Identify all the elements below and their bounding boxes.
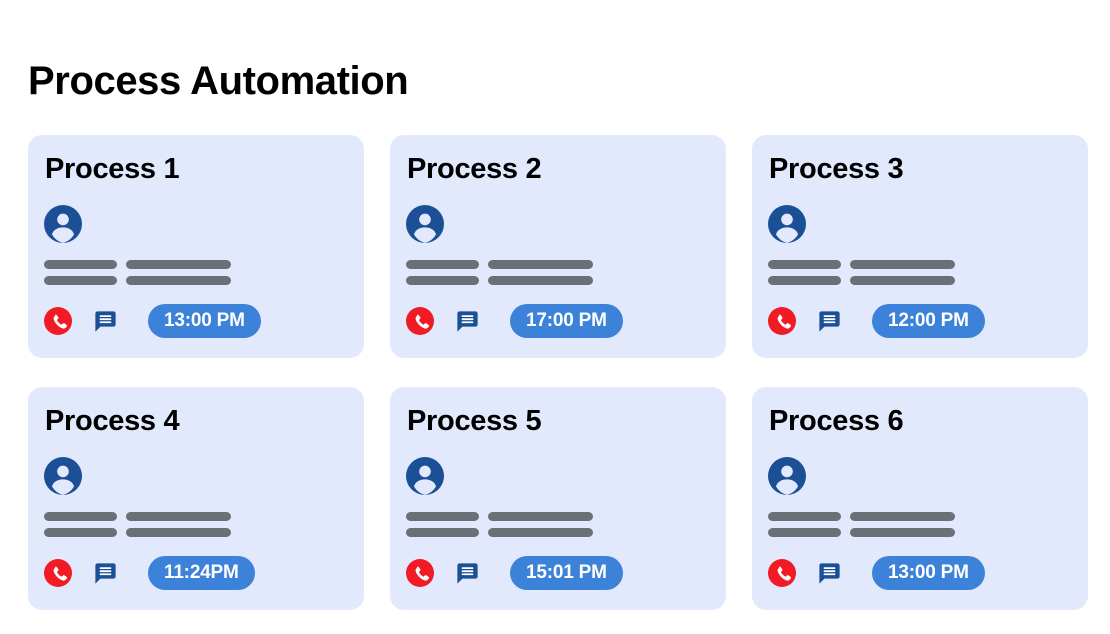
chat-bubble-icon[interactable] [92, 308, 119, 335]
placeholder-bar-row [44, 512, 344, 522]
user-avatar-icon [768, 457, 806, 496]
placeholder-bars [44, 512, 344, 538]
user-avatar-icon [44, 205, 82, 244]
card-footer: 13:00 PM [44, 304, 344, 339]
placeholder-bars [406, 260, 706, 286]
process-card[interactable]: Process 1 [28, 135, 364, 358]
placeholder-bar [406, 276, 479, 286]
placeholder-bar-row [406, 528, 706, 538]
chat-bubble-icon[interactable] [454, 560, 481, 587]
placeholder-bar [850, 528, 955, 538]
user-avatar-icon [406, 205, 444, 244]
placeholder-bars [44, 260, 344, 286]
placeholder-bar [488, 528, 593, 538]
placeholder-bar [850, 512, 955, 522]
process-card[interactable]: Process 6 [752, 387, 1088, 610]
placeholder-bar [44, 276, 117, 286]
chat-bubble-icon[interactable] [92, 560, 119, 587]
placeholder-bar-row [768, 276, 1068, 286]
card-title: Process 5 [407, 405, 542, 437]
time-badge[interactable]: 11:24PM [148, 556, 255, 591]
user-avatar-icon [768, 205, 806, 244]
placeholder-bar [850, 260, 955, 270]
placeholder-bar-row [406, 512, 706, 522]
placeholder-bar [44, 528, 117, 538]
placeholder-bar [488, 512, 593, 522]
phone-icon[interactable] [768, 307, 796, 336]
placeholder-bar [406, 260, 479, 270]
placeholder-bar [126, 512, 231, 522]
placeholder-bars [768, 260, 1068, 286]
time-badge[interactable]: 12:00 PM [872, 304, 985, 339]
placeholder-bar [126, 260, 231, 270]
placeholder-bar [850, 276, 955, 286]
placeholder-bar [406, 512, 479, 522]
chat-bubble-icon[interactable] [816, 560, 843, 587]
time-badge[interactable]: 13:00 PM [872, 556, 985, 591]
placeholder-bar [768, 512, 841, 522]
placeholder-bar [406, 528, 479, 538]
page-title: Process Automation [28, 58, 409, 103]
process-card[interactable]: Process 2 [390, 135, 726, 358]
card-title: Process 4 [45, 405, 180, 437]
card-footer: 11:24PM [44, 556, 344, 591]
card-title: Process 1 [45, 153, 180, 185]
process-card[interactable]: Process 3 [752, 135, 1088, 358]
placeholder-bar-row [44, 276, 344, 286]
placeholder-bar [768, 260, 841, 270]
chat-bubble-icon[interactable] [816, 308, 843, 335]
time-badge[interactable]: 13:00 PM [148, 304, 261, 339]
process-card[interactable]: Process 5 [390, 387, 726, 610]
placeholder-bars [406, 512, 706, 538]
placeholder-bar [768, 276, 841, 286]
user-avatar-icon [406, 457, 444, 496]
placeholder-bar-row [768, 260, 1068, 270]
phone-icon[interactable] [406, 559, 434, 588]
placeholder-bar-row [768, 512, 1068, 522]
phone-icon[interactable] [406, 307, 434, 336]
time-badge[interactable]: 17:00 PM [510, 304, 623, 339]
placeholder-bar-row [406, 276, 706, 286]
placeholder-bar [126, 276, 231, 286]
placeholder-bar [488, 276, 593, 286]
placeholder-bar-row [406, 260, 706, 270]
placeholder-bars [768, 512, 1068, 538]
card-title: Process 3 [769, 153, 904, 185]
phone-icon[interactable] [768, 559, 796, 588]
process-card[interactable]: Process 4 [28, 387, 364, 610]
card-footer: 17:00 PM [406, 304, 706, 339]
placeholder-bar [44, 260, 117, 270]
card-title: Process 2 [407, 153, 542, 185]
placeholder-bar [768, 528, 841, 538]
phone-icon[interactable] [44, 559, 72, 588]
card-title: Process 6 [769, 405, 904, 437]
chat-bubble-icon[interactable] [454, 308, 481, 335]
placeholder-bar [126, 528, 231, 538]
time-badge[interactable]: 15:01 PM [510, 556, 623, 591]
placeholder-bar [488, 260, 593, 270]
card-footer: 13:00 PM [768, 556, 1068, 591]
phone-icon[interactable] [44, 307, 72, 336]
card-footer: 15:01 PM [406, 556, 706, 591]
placeholder-bar-row [44, 528, 344, 538]
placeholder-bar-row [768, 528, 1068, 538]
placeholder-bar-row [44, 260, 344, 270]
user-avatar-icon [44, 457, 82, 496]
process-card-grid: Process 1 [28, 135, 1088, 610]
placeholder-bar [44, 512, 117, 522]
card-footer: 12:00 PM [768, 304, 1068, 339]
